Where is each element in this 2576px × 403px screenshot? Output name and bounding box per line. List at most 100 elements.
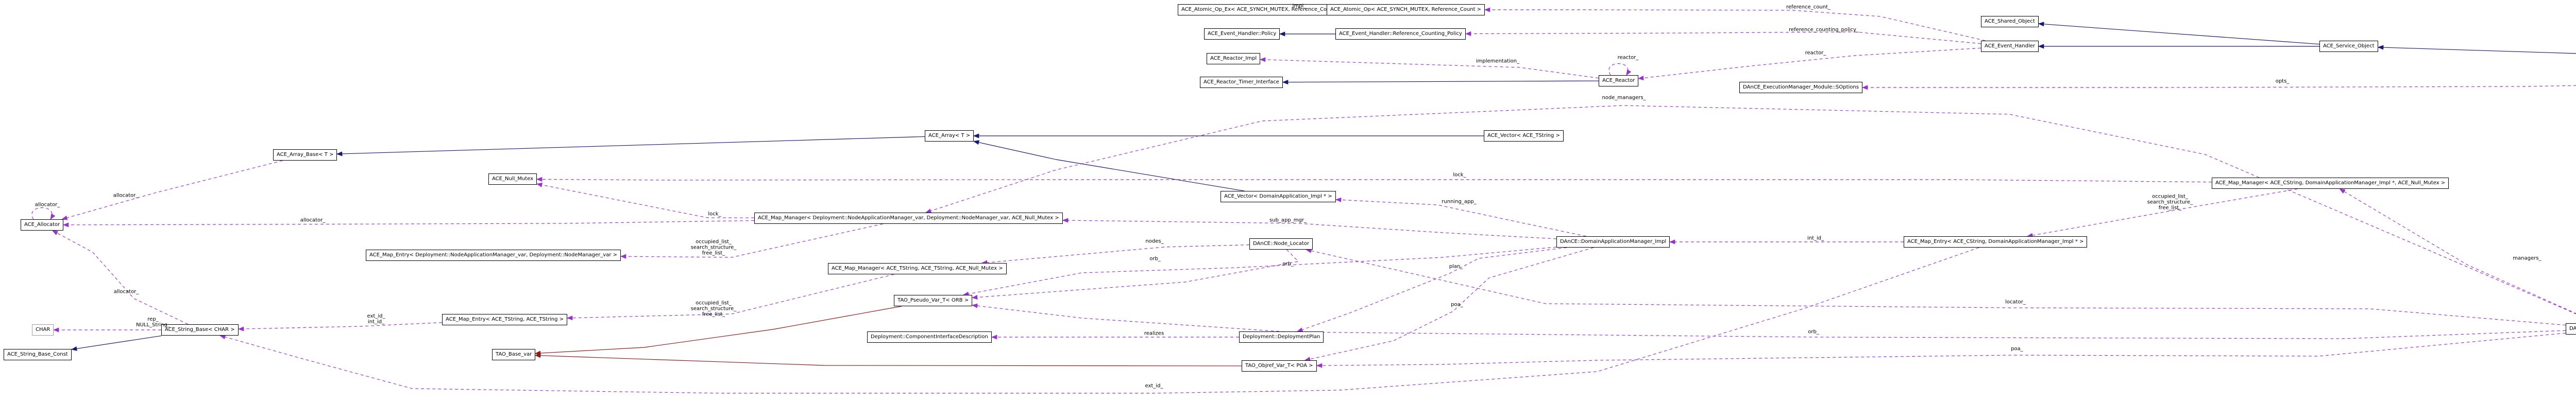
edge-label-nodes_: nodes_ bbox=[1145, 238, 1164, 244]
edge-label-realizes: realizes bbox=[1144, 330, 1164, 337]
edge-occupied_list_ bbox=[2026, 188, 2298, 238]
edge-managers_ bbox=[2339, 188, 2576, 314]
edge-label-orb_: orb_ bbox=[1282, 261, 1294, 267]
node-eh_policy[interactable]: ACE_Event_Handler::Policy bbox=[1204, 28, 1280, 40]
edge-inheritance-string_base-sb_const bbox=[71, 335, 162, 351]
node-event_handler[interactable]: ACE_Event_Handler bbox=[1981, 41, 2039, 52]
edge-sub_app_mgr_ bbox=[1062, 218, 1557, 239]
edge-node_managers_ bbox=[925, 105, 2576, 314]
edge-label-plan_: plan_ bbox=[1449, 264, 1463, 270]
edge-inheritance-vector_da-array bbox=[973, 140, 1245, 191]
edge-locator_ bbox=[1306, 248, 2566, 326]
edge-label-rep_-NULL_String_: rep_NULL_String_ bbox=[136, 317, 170, 328]
edge-label-lock_: lock_ bbox=[1453, 172, 1466, 178]
edge-label-impl_: impl_ bbox=[1292, 3, 1307, 9]
edge-label-poa_: poa_ bbox=[2011, 346, 2023, 352]
node-em_impl[interactable]: DAnCE::ExecutionManager_Impl bbox=[2566, 323, 2576, 335]
edge-ext_id_ bbox=[238, 322, 443, 331]
node-eh_rcp[interactable]: ACE_Event_Handler::Reference_Counting_Po… bbox=[1335, 28, 1466, 40]
edge-plan_ bbox=[1297, 247, 1567, 332]
node-vector_da[interactable]: ACE_Vector< DomainApplication_Impl * > bbox=[1221, 191, 1336, 202]
node-mapmgr_ts[interactable]: ACE_Map_Manager< ACE_TString, ACE_TStrin… bbox=[828, 263, 1007, 274]
node-string_base[interactable]: ACE_String_Base< CHAR > bbox=[161, 324, 239, 336]
node-atomic_op_ex[interactable]: ACE_Atomic_Op_Ex< ACE_SYNCH_MUTEX, Refer… bbox=[1178, 4, 1345, 15]
node-atomic_op[interactable]: ACE_Atomic_Op< ACE_SYNCH_MUTEX, Referenc… bbox=[1327, 4, 1485, 15]
edge-label-managers_: managers_ bbox=[2513, 255, 2541, 261]
edge-inheritance-obj_loader-service_obj bbox=[2377, 45, 2576, 54]
node-dplan[interactable]: Deployment::DeploymentPlan bbox=[1239, 331, 1324, 343]
node-reactor_impl[interactable]: ACE_Reactor_Impl bbox=[1207, 53, 1261, 64]
node-char: CHAR bbox=[32, 324, 54, 336]
edge-running_app_ bbox=[1335, 197, 1586, 237]
node-mapentry_ts[interactable]: ACE_Map_Entry< ACE_TString, ACE_TString … bbox=[442, 314, 567, 325]
node-mapmgr_cs[interactable]: ACE_Map_Manager< ACE_CString, DomainAppl… bbox=[2212, 178, 2449, 189]
edge-orb_ bbox=[971, 249, 1299, 300]
edge-label-node_managers_: node_managers_ bbox=[1602, 95, 1646, 101]
edge-allocator_ bbox=[62, 220, 755, 227]
edge-label-ext_id_: ext_id_ bbox=[1145, 383, 1163, 389]
node-mapentry_cs[interactable]: ACE_Map_Entry< ACE_CString, DomainApplic… bbox=[1904, 236, 2088, 248]
edge-label-locator_: locator_ bbox=[2005, 299, 2026, 305]
node-objref_var[interactable]: TAO_Objref_Var_T< POA > bbox=[1242, 360, 1317, 372]
edge-reactor_ bbox=[1637, 47, 1981, 81]
edge-label-ext_id_-int_id_: ext_id_int_id_ bbox=[367, 313, 385, 325]
edge-label-occupied_list_-search_structure_-free_list_: occupied_list_search_structure_free_list… bbox=[690, 239, 737, 256]
node-array_base[interactable]: ACE_Array_Base< T > bbox=[273, 149, 337, 161]
node-array[interactable]: ACE_Array< T > bbox=[925, 130, 974, 142]
edge-label-opts_: opts_ bbox=[2275, 78, 2290, 84]
edge-label-implementation_: implementation_ bbox=[1476, 58, 1520, 64]
edge-label-occupied_list_-search_structure_-free_list_: occupied_list_search_structure_free_list… bbox=[2147, 194, 2193, 211]
edge-label-reference_count_: reference_count_ bbox=[1786, 4, 1831, 10]
edge-orb_ bbox=[971, 303, 2566, 339]
edge-poa_ bbox=[1316, 332, 2566, 368]
node-null_mutex[interactable]: ACE_Null_Mutex bbox=[488, 173, 537, 185]
node-shared_obj[interactable]: ACE_Shared_Object bbox=[1981, 16, 2039, 27]
edge-opts_ bbox=[1861, 85, 2576, 90]
node-tao_base_var[interactable]: TAO_Base_var bbox=[492, 349, 536, 360]
edge-implementation_ bbox=[1259, 57, 1599, 79]
node-pseudo_var[interactable]: TAO_Pseudo_Var_T< ORB > bbox=[894, 295, 973, 306]
edge-label-reference_counting_policy_: reference_counting_policy_ bbox=[1789, 27, 1859, 33]
edge-label-allocator_: allocator_ bbox=[35, 202, 60, 208]
edge-label-running_app_: running_app_ bbox=[1442, 199, 1477, 205]
node-soptions[interactable]: DAnCE_ExecutionManager_Module::SOptions bbox=[1739, 82, 1862, 93]
edge-label-allocator_: allocator_ bbox=[300, 217, 326, 223]
edge-label-orb_: orb_ bbox=[1149, 256, 1161, 262]
edge-label-occupied_list_-search_structure_-free_list_: occupied_list_search_structure_free_list… bbox=[690, 300, 737, 318]
edge-label-reactor_: reactor_ bbox=[1805, 50, 1826, 56]
edge-ext_id_ bbox=[219, 247, 1979, 394]
node-dam_impl[interactable]: DAnCE::DomainApplicationManager_Impl bbox=[1556, 236, 1670, 248]
edge-label-lock_: lock_ bbox=[708, 211, 721, 217]
node-mapmgr_nam[interactable]: ACE_Map_Manager< Deployment::NodeApplica… bbox=[754, 213, 1063, 224]
node-vector_tstring[interactable]: ACE_Vector< ACE_TString > bbox=[1484, 130, 1564, 142]
edge-label-poa_: poa_ bbox=[1451, 302, 1463, 308]
edge-label-orb_: orb_ bbox=[1808, 329, 1819, 335]
edge-allocator_ bbox=[31, 207, 56, 220]
edge-label-allocator_: allocator_ bbox=[113, 289, 139, 295]
edge-nodes_ bbox=[981, 244, 1250, 265]
node-reactor_ti[interactable]: ACE_Reactor_Timer_Interface bbox=[1200, 77, 1283, 88]
node-service_obj[interactable]: ACE_Service_Object bbox=[2319, 41, 2378, 52]
edge-inheritance-array-array_base bbox=[336, 136, 925, 156]
edge-reference_count_ bbox=[1484, 7, 1986, 41]
edge-reactor_ bbox=[1608, 63, 1632, 76]
edge-occupied_list_ bbox=[620, 223, 883, 259]
edge-label-sub_app_mgr_: sub_app_mgr_ bbox=[1269, 217, 1307, 223]
node-mapentry_nam[interactable]: ACE_Map_Entry< Deployment::NodeApplicati… bbox=[366, 250, 621, 261]
edge-inheritance-service_obj-shared_obj bbox=[2038, 22, 2320, 45]
edge-label-reactor_: reactor_ bbox=[1617, 55, 1639, 61]
edge-allocator_ bbox=[61, 160, 283, 220]
edge-label-allocator_: allocator_ bbox=[113, 192, 139, 199]
node-reactor[interactable]: ACE_Reactor bbox=[1599, 75, 1639, 86]
node-allocator[interactable]: ACE_Allocator bbox=[21, 219, 64, 231]
edge-orb_ bbox=[962, 247, 1557, 296]
edge-inheritance-objref_var-tao_base_var bbox=[534, 353, 1242, 366]
node-node_locator[interactable]: DAnCE::Node_Locator bbox=[1249, 238, 1313, 250]
edge-reference_counting_policy_ bbox=[1465, 31, 1981, 44]
edge-allocator_ bbox=[52, 230, 189, 325]
node-sb_const[interactable]: ACE_String_Base_Const bbox=[4, 349, 72, 360]
node-cid[interactable]: Deployment::ComponentInterfaceDescriptio… bbox=[867, 331, 992, 343]
edge-inheritance-pseudo_var-tao_base_var bbox=[534, 306, 902, 356]
